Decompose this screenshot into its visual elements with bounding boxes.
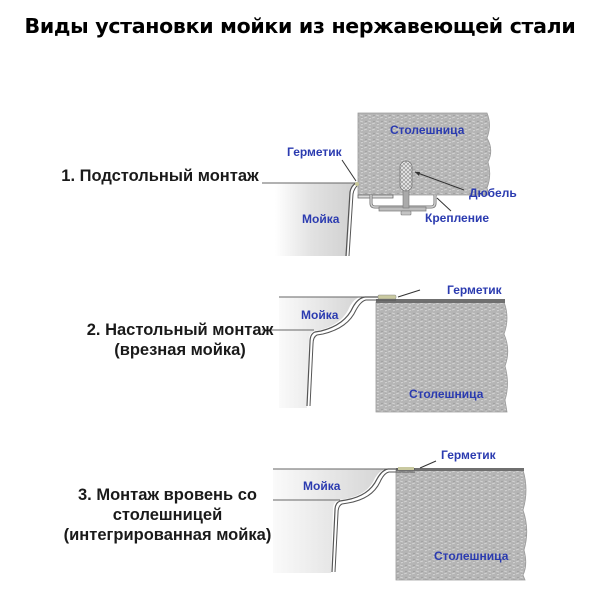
sink-body-3: [273, 469, 386, 573]
sink-label-1: Мойка: [302, 212, 340, 226]
section-2-heading-line-1: 2. Настольный монтаж: [86, 321, 274, 339]
countertop-label-1: Столешница: [390, 123, 465, 137]
dowel-1: [399, 160, 413, 192]
section-3-heading-line-2: столешницей: [112, 506, 223, 524]
section-1-heading: 1. Подстольный монтаж: [61, 167, 259, 185]
sink-label-2: Мойка: [301, 308, 339, 322]
section-3-diagram: [273, 460, 528, 581]
section-3-heading-line-3: (интегрированная мойка): [63, 526, 272, 544]
bracket-label-1: Крепление: [425, 211, 490, 225]
section-2-diagram: [262, 289, 509, 413]
section-2-heading-line-2: (врезная мойка): [114, 341, 246, 359]
section-3-heading: 3. Монтаж вровень со столешницей (интегр…: [55, 485, 280, 545]
sealant-label-3: Герметик: [441, 448, 496, 462]
countertop-label-3: Столешница: [434, 549, 509, 563]
sink-body-2: [279, 297, 360, 408]
sealant-label-1: Герметик: [287, 145, 342, 159]
dowel-label-1: Дюбель: [469, 186, 517, 200]
countertop-label-2: Столешница: [409, 387, 484, 401]
page-title: Виды установки мойки из нержавеющей стал…: [24, 14, 576, 38]
countertop-2: [375, 301, 509, 413]
section-2-heading: 2. Настольный монтаж (врезная мойка): [85, 320, 275, 360]
section-1-diagram: [262, 112, 492, 257]
sink-label-3: Мойка: [303, 479, 341, 493]
sealant-label-2: Герметик: [447, 283, 502, 297]
sink-body-1: [275, 183, 356, 256]
countertop-3: [395, 469, 528, 581]
section-3-heading-line-1: 3. Монтаж вровень со: [77, 486, 258, 504]
countertop-1: [357, 112, 492, 196]
